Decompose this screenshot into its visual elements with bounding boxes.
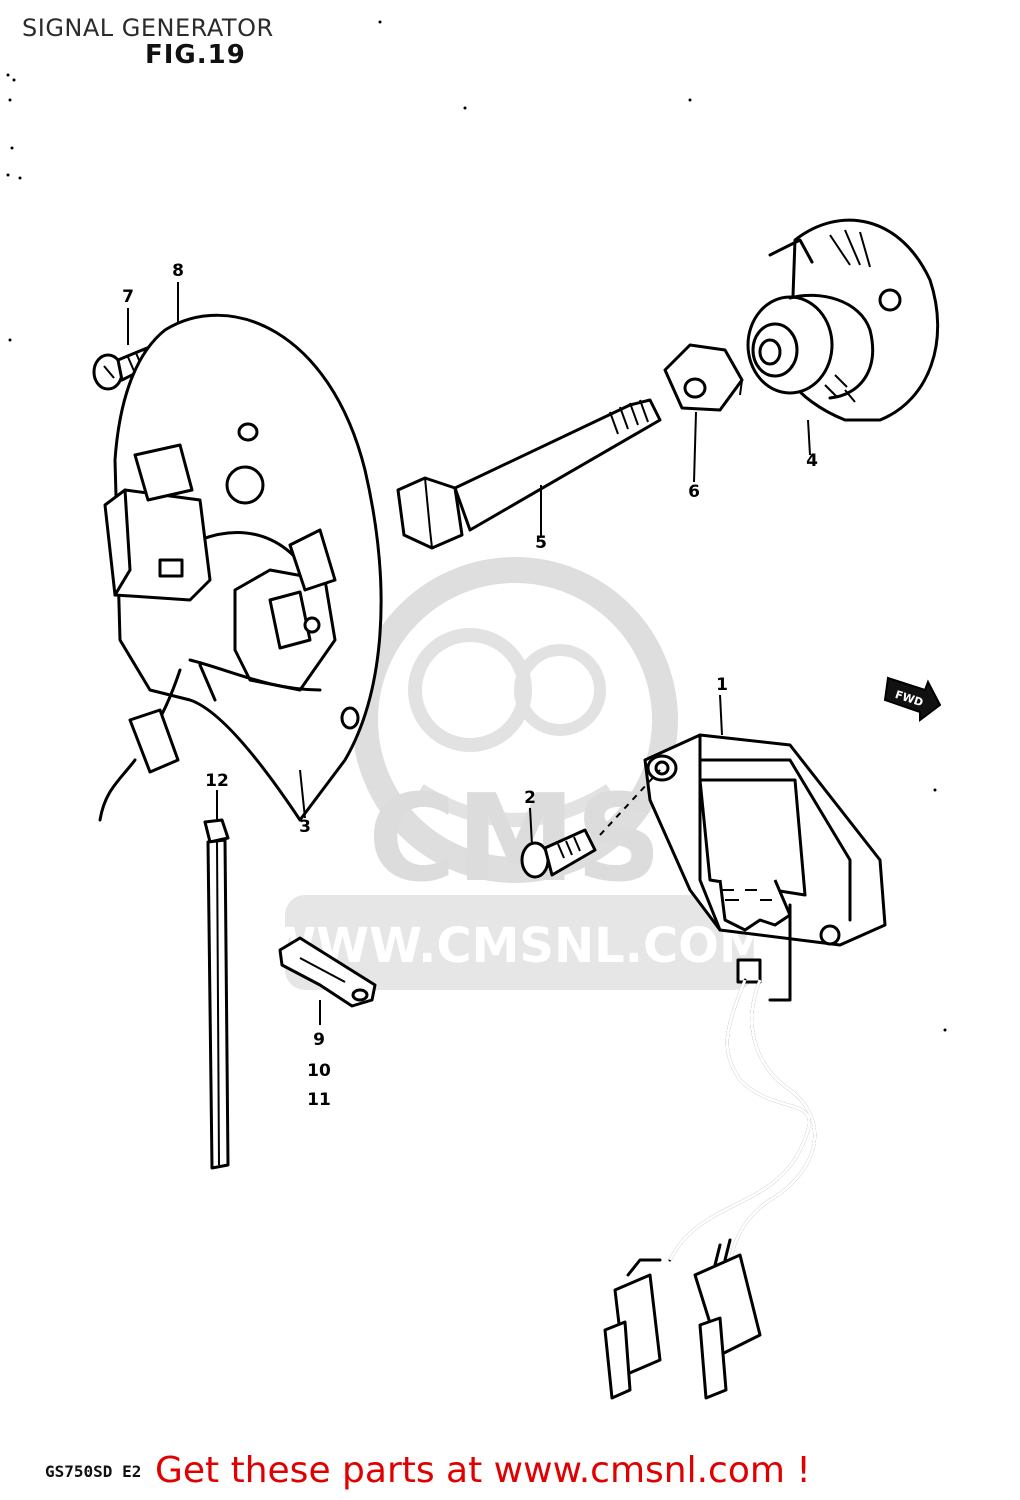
callout-5: 5 bbox=[535, 533, 547, 553]
callout-12: 12 bbox=[205, 771, 229, 791]
part-4-signal-rotor[interactable] bbox=[746, 218, 940, 422]
part-3-pickup-plate[interactable] bbox=[98, 313, 383, 822]
page-title: SIGNAL GENERATOR bbox=[22, 14, 274, 42]
cta-link[interactable]: Get these parts at www.cmsnl.com ! bbox=[155, 1450, 811, 1491]
part-6-hex-nut[interactable] bbox=[663, 343, 744, 412]
model-code: GS750SD E2 bbox=[45, 1462, 142, 1481]
callout-labels: 1 2 3 4 5 6 7 8 9 10 11 12 bbox=[122, 261, 818, 1110]
callout-9: 9 bbox=[313, 1030, 325, 1050]
watermark-logo: CMS WWW.CMSNL.COM bbox=[263, 557, 767, 990]
callout-10: 10 bbox=[307, 1061, 331, 1081]
scan-specks bbox=[6, 20, 947, 1032]
part-5-bolt[interactable] bbox=[396, 398, 662, 550]
callout-6: 6 bbox=[688, 482, 700, 502]
figure-label: FIG.19 bbox=[145, 40, 246, 70]
callout-8: 8 bbox=[172, 261, 184, 281]
callout-1: 1 bbox=[716, 675, 728, 695]
callout-4: 4 bbox=[806, 451, 818, 471]
leader-lines bbox=[127, 282, 811, 1025]
callout-2: 2 bbox=[524, 788, 536, 808]
callout-3: 3 bbox=[299, 817, 311, 837]
part-1-igniter-unit[interactable] bbox=[603, 733, 887, 1400]
watermark-url: WWW.CMSNL.COM bbox=[263, 918, 767, 974]
part-12-cable-tie[interactable] bbox=[203, 818, 230, 1170]
part-2-screw[interactable] bbox=[520, 769, 661, 879]
watermark-logo-text: CMS bbox=[368, 770, 662, 909]
callout-11: 11 bbox=[307, 1090, 331, 1110]
direction-arrow-icon: FWD bbox=[883, 676, 942, 722]
part-9-wire-clamp[interactable] bbox=[278, 936, 377, 1008]
callout-7: 7 bbox=[122, 287, 134, 307]
